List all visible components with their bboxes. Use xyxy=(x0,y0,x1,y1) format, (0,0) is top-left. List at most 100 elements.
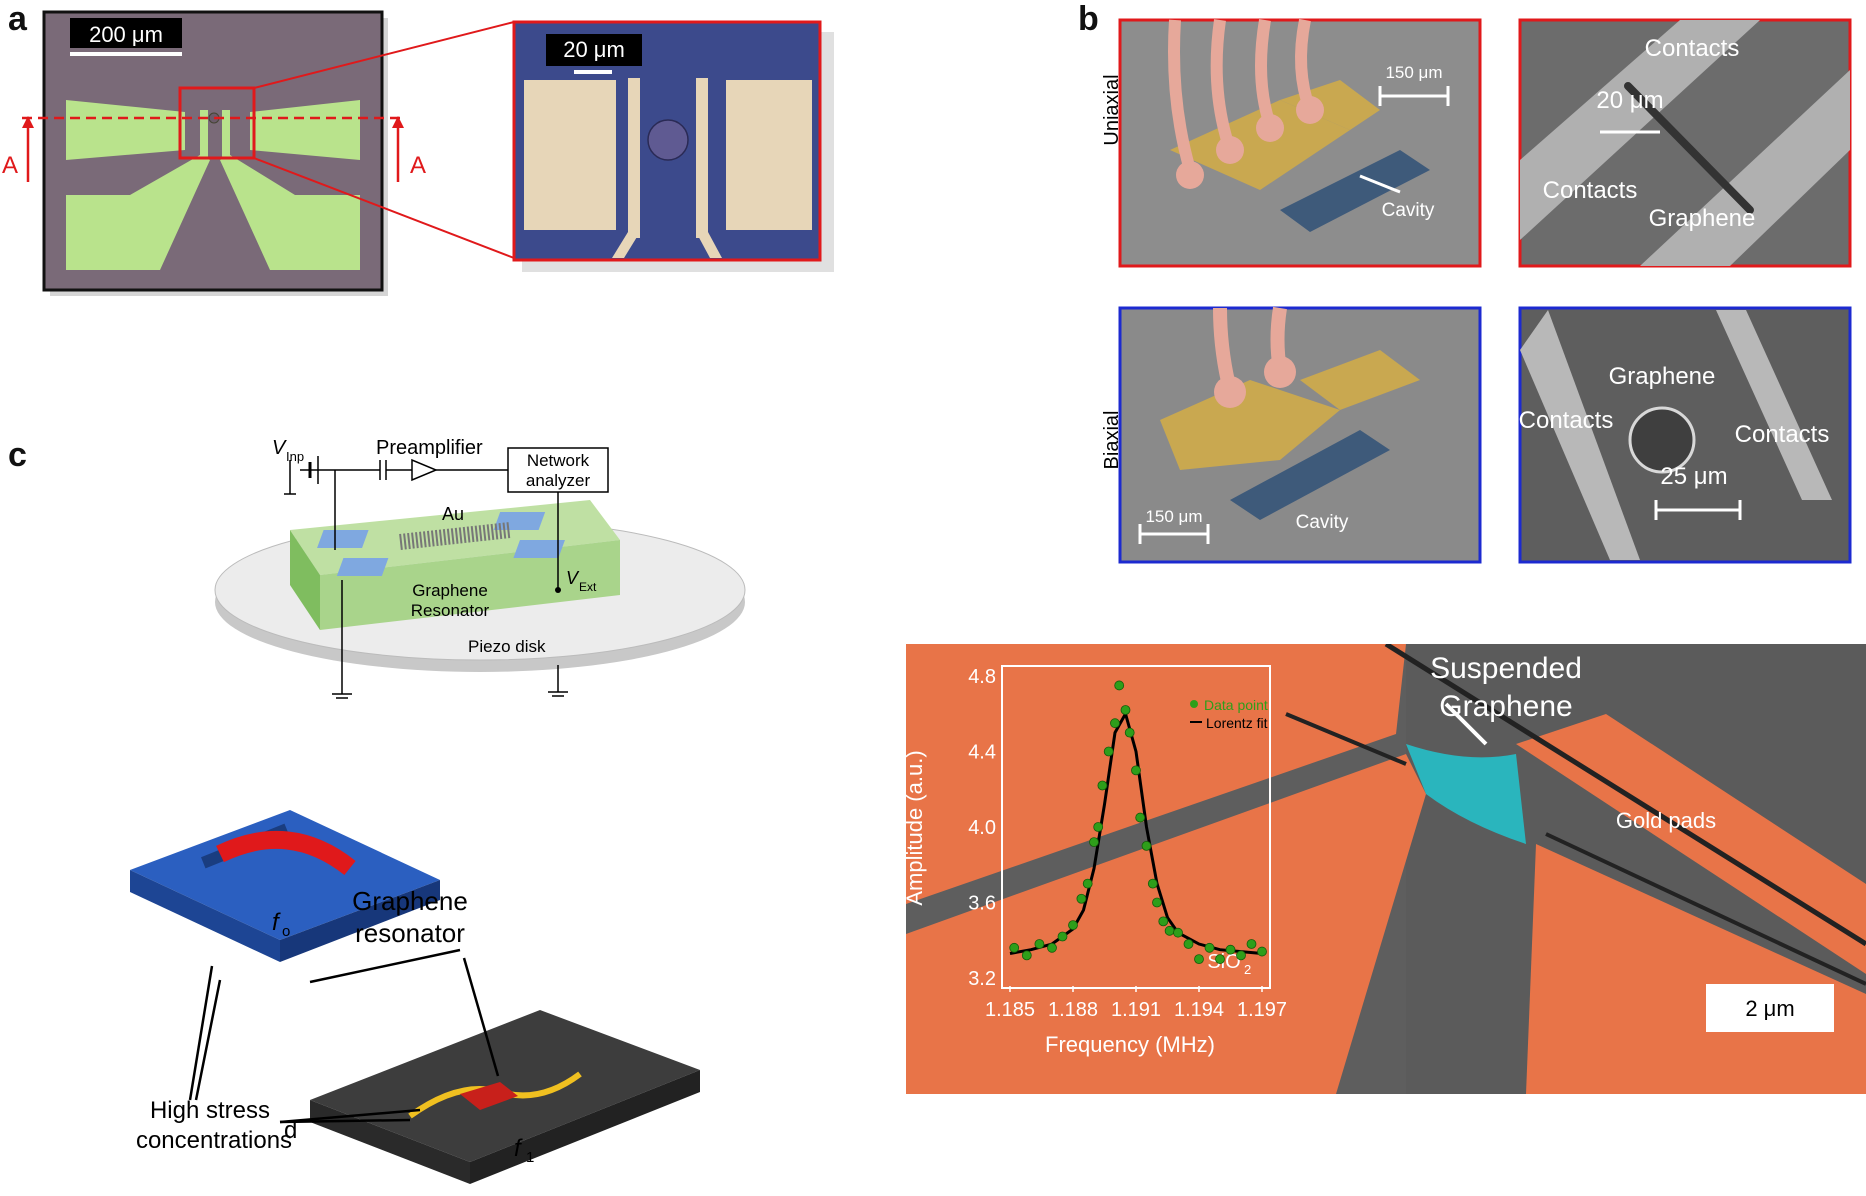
data-point xyxy=(1141,840,1152,851)
suspended-label-2: Graphene xyxy=(1439,690,1572,723)
tr-graphene: Graphene xyxy=(1649,205,1756,232)
network-analyzer-box xyxy=(507,447,609,493)
au-label: Au xyxy=(442,504,464,524)
legend-data: Data point xyxy=(1204,697,1268,713)
data-point xyxy=(1257,946,1267,957)
zoom-box xyxy=(178,86,256,160)
stress-label-1: High stress xyxy=(150,1097,270,1124)
data-point xyxy=(1204,942,1215,953)
data-point xyxy=(1158,916,1169,927)
y-tick-label: 3.2 xyxy=(968,968,996,990)
suspended-graphene xyxy=(1406,744,1526,844)
v-ext-sub: Ext xyxy=(579,580,597,594)
v-inp-sub: Inp xyxy=(286,449,304,464)
network-label-1: Network xyxy=(527,451,590,470)
v-inp-label: V xyxy=(272,437,287,459)
panel-c-schematic: V Inp Preamplifier Network analyzer Au G… xyxy=(214,437,746,699)
data-point xyxy=(1124,727,1135,738)
suspended-label-1: Suspended xyxy=(1430,652,1582,685)
y-tick-label: 4.0 xyxy=(968,817,996,839)
row-label-uniaxial: Uniaxial xyxy=(1101,74,1123,145)
data-point xyxy=(1093,822,1104,832)
data-point xyxy=(1114,680,1125,691)
panel-b-letter: b xyxy=(1078,0,1099,38)
bl-scale: 150 μm xyxy=(1145,507,1202,526)
bl-cavity: Cavity xyxy=(1296,512,1349,533)
resonator-mode-f0 xyxy=(130,810,440,940)
panel-c-letter: c xyxy=(8,436,27,474)
br-contacts-right: Contacts xyxy=(1735,421,1830,448)
tr-contacts-left: Contacts xyxy=(1543,177,1638,204)
data-point xyxy=(1147,878,1158,889)
lorentz-fit-line xyxy=(1009,709,1263,955)
data-point xyxy=(1082,878,1093,889)
data-point xyxy=(1034,939,1045,949)
data-point xyxy=(1097,780,1108,791)
x-tick-label: 1.194 xyxy=(1174,999,1224,1021)
scale-label-zoom: 20 μm xyxy=(563,37,625,62)
tr-contacts-top: Contacts xyxy=(1645,35,1740,62)
gold-pad xyxy=(906,644,1406,904)
row-label-biaxial: Biaxial xyxy=(1101,411,1123,470)
contact-pad xyxy=(66,155,210,270)
legend-marker-data xyxy=(1190,700,1198,708)
preamplifier-label: Preamplifier xyxy=(376,437,483,459)
x-axis-label: Frequency (MHz) xyxy=(1045,1032,1215,1057)
x-tick-label: 1.191 xyxy=(1111,999,1161,1021)
x-tick-label: 1.188 xyxy=(1048,999,1098,1021)
data-point xyxy=(1173,927,1183,938)
data-point xyxy=(1131,765,1141,776)
panel-a-figure: 200 μm 20 μm A A xyxy=(2,10,834,296)
br-scale: 25 μm xyxy=(1660,463,1727,490)
piezo-label: Piezo disk xyxy=(468,637,546,656)
data-point xyxy=(1183,939,1194,949)
f0-label: f xyxy=(272,909,281,936)
panel-e-sem: Suspended Graphene Gold pads SiO 2 2 μm xyxy=(906,644,1866,1094)
x-tick-label: 1.185 xyxy=(985,999,1035,1021)
y-tick-label: 4.8 xyxy=(968,666,996,688)
data-point xyxy=(1194,954,1204,965)
stress-label-2: concentrations xyxy=(136,1127,292,1154)
data-point xyxy=(1068,920,1078,931)
panel-d-schematic: Graphene resonator f o f 1 High stress c… xyxy=(130,810,700,1184)
gold-pads-label: Gold pads xyxy=(1616,808,1716,833)
data-point xyxy=(1246,939,1257,949)
data-point xyxy=(1164,925,1175,936)
data-point xyxy=(1009,942,1020,953)
panel-a-letter: a xyxy=(8,0,27,38)
panel-d-letter: d xyxy=(284,1117,297,1144)
scale-label-main: 200 μm xyxy=(89,22,163,47)
graphene-label: Graphene xyxy=(412,581,488,600)
legend-fit: Lorentz fit xyxy=(1206,715,1268,731)
y-tick-label: 3.6 xyxy=(968,893,996,915)
f0-sub: o xyxy=(282,923,290,940)
data-point xyxy=(1057,931,1068,942)
resonator-label: Resonator xyxy=(411,601,490,620)
data-point xyxy=(1135,812,1146,823)
tl-scale: 150 μm xyxy=(1385,63,1442,82)
x-tick-label: 1.197 xyxy=(1237,999,1287,1021)
network-label-2: analyzer xyxy=(526,471,591,490)
f1-sub: 1 xyxy=(526,1149,534,1166)
data-point xyxy=(1120,705,1131,715)
br-graphene: Graphene xyxy=(1609,363,1716,390)
tl-cavity: Cavity xyxy=(1382,200,1435,221)
data-point xyxy=(1047,942,1057,953)
data-point xyxy=(1215,954,1225,965)
data-point xyxy=(1089,837,1099,848)
panel-b-figure: Uniaxial Biaxial 150 μm Cavity Contacts … xyxy=(1101,18,1852,564)
data-point xyxy=(1076,893,1087,904)
scale-label: 2 μm xyxy=(1745,996,1794,1021)
contact-pad xyxy=(250,100,360,160)
graphene-resonator-label-1: Graphene xyxy=(352,886,468,916)
data-point xyxy=(1152,897,1162,908)
scale-bar-box xyxy=(1706,984,1834,1032)
v-ext-label: V xyxy=(566,568,580,588)
sio2-label: SiO xyxy=(1207,951,1240,973)
contact-pad xyxy=(220,155,360,270)
y-axis-label: Amplitude (a.u.) xyxy=(902,750,927,905)
contact-pad xyxy=(66,100,185,160)
graphene-resonator-label-2: resonator xyxy=(355,918,465,948)
sio2-sub: 2 xyxy=(1244,962,1251,977)
